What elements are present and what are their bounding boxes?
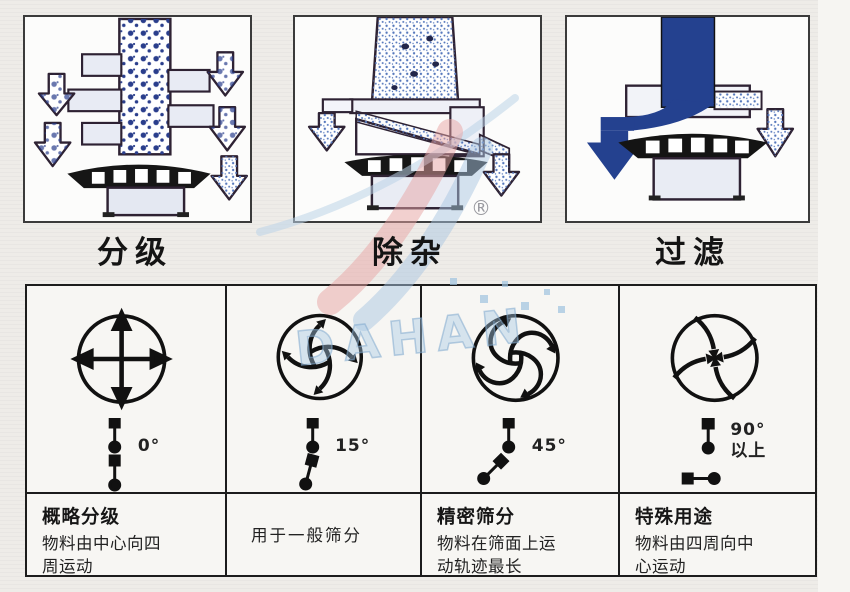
- angle-label-2: 45°: [531, 436, 567, 456]
- filtration-panel: [565, 15, 810, 223]
- cross-outward-motion-icon: [70, 307, 173, 411]
- classification-machine-diagram: [33, 17, 249, 218]
- angle-pin-icon-2: [477, 418, 516, 486]
- angle-pin-icon-3: [681, 418, 721, 485]
- spiral-outward-motion-icon: [471, 313, 560, 403]
- page-background-strip: [818, 0, 850, 592]
- desc-cell-3: 特殊用途 物料由四周向中心运动: [620, 492, 817, 577]
- desc-text-0: 物料由中心向四周运动: [42, 534, 161, 576]
- filtration-machine-diagram: [586, 17, 795, 201]
- registered-trademark-icon: ®: [471, 196, 491, 220]
- desc-text-2: 物料在筛面上运动轨迹最长: [437, 534, 556, 576]
- motion-cell-0: 0°: [27, 286, 227, 492]
- desc-text-1: 用于一般筛分: [251, 526, 362, 545]
- spiral-inward-motion-icon: [670, 313, 759, 403]
- impurity-removal-panel: [293, 15, 542, 223]
- vibration-angle-table: 0° 15°: [25, 284, 817, 577]
- desc-cell-1: 用于一般筛分: [227, 492, 422, 577]
- motion-cell-3: 90° 以上: [620, 286, 817, 492]
- angle-pin-icon-1: [298, 418, 319, 491]
- desc-title-3: 特殊用途: [635, 507, 714, 528]
- desc-title-0: 概略分级: [42, 507, 121, 528]
- angle-label-0: 0°: [137, 436, 161, 456]
- filtration-label: 过滤: [655, 235, 731, 271]
- impurity-removal-label: 除杂: [372, 235, 448, 271]
- angle-value: 90°: [730, 420, 766, 440]
- desc-title-2: 精密筛分: [437, 507, 516, 528]
- classification-panel: [23, 15, 252, 223]
- angle-pin-icon-0: [108, 418, 122, 492]
- angle-suffix: 以上: [730, 441, 767, 461]
- desc-cell-2: 精密筛分 物料在筛面上运动轨迹最长: [422, 492, 620, 577]
- motion-cell-2: 45°: [422, 286, 620, 492]
- angle-label-3: 90° 以上: [730, 420, 766, 462]
- impurity-removal-machine-diagram: [307, 17, 521, 211]
- desc-cell-0: 概略分级 物料由中心向四周运动: [27, 492, 227, 577]
- desc-text-3: 物料由四周向中心运动: [635, 534, 754, 576]
- motion-cell-1: 15°: [227, 286, 422, 492]
- angle-label-1: 15°: [335, 436, 371, 456]
- classification-label: 分级: [97, 235, 173, 271]
- curved-pinwheel-motion-icon: [275, 313, 363, 401]
